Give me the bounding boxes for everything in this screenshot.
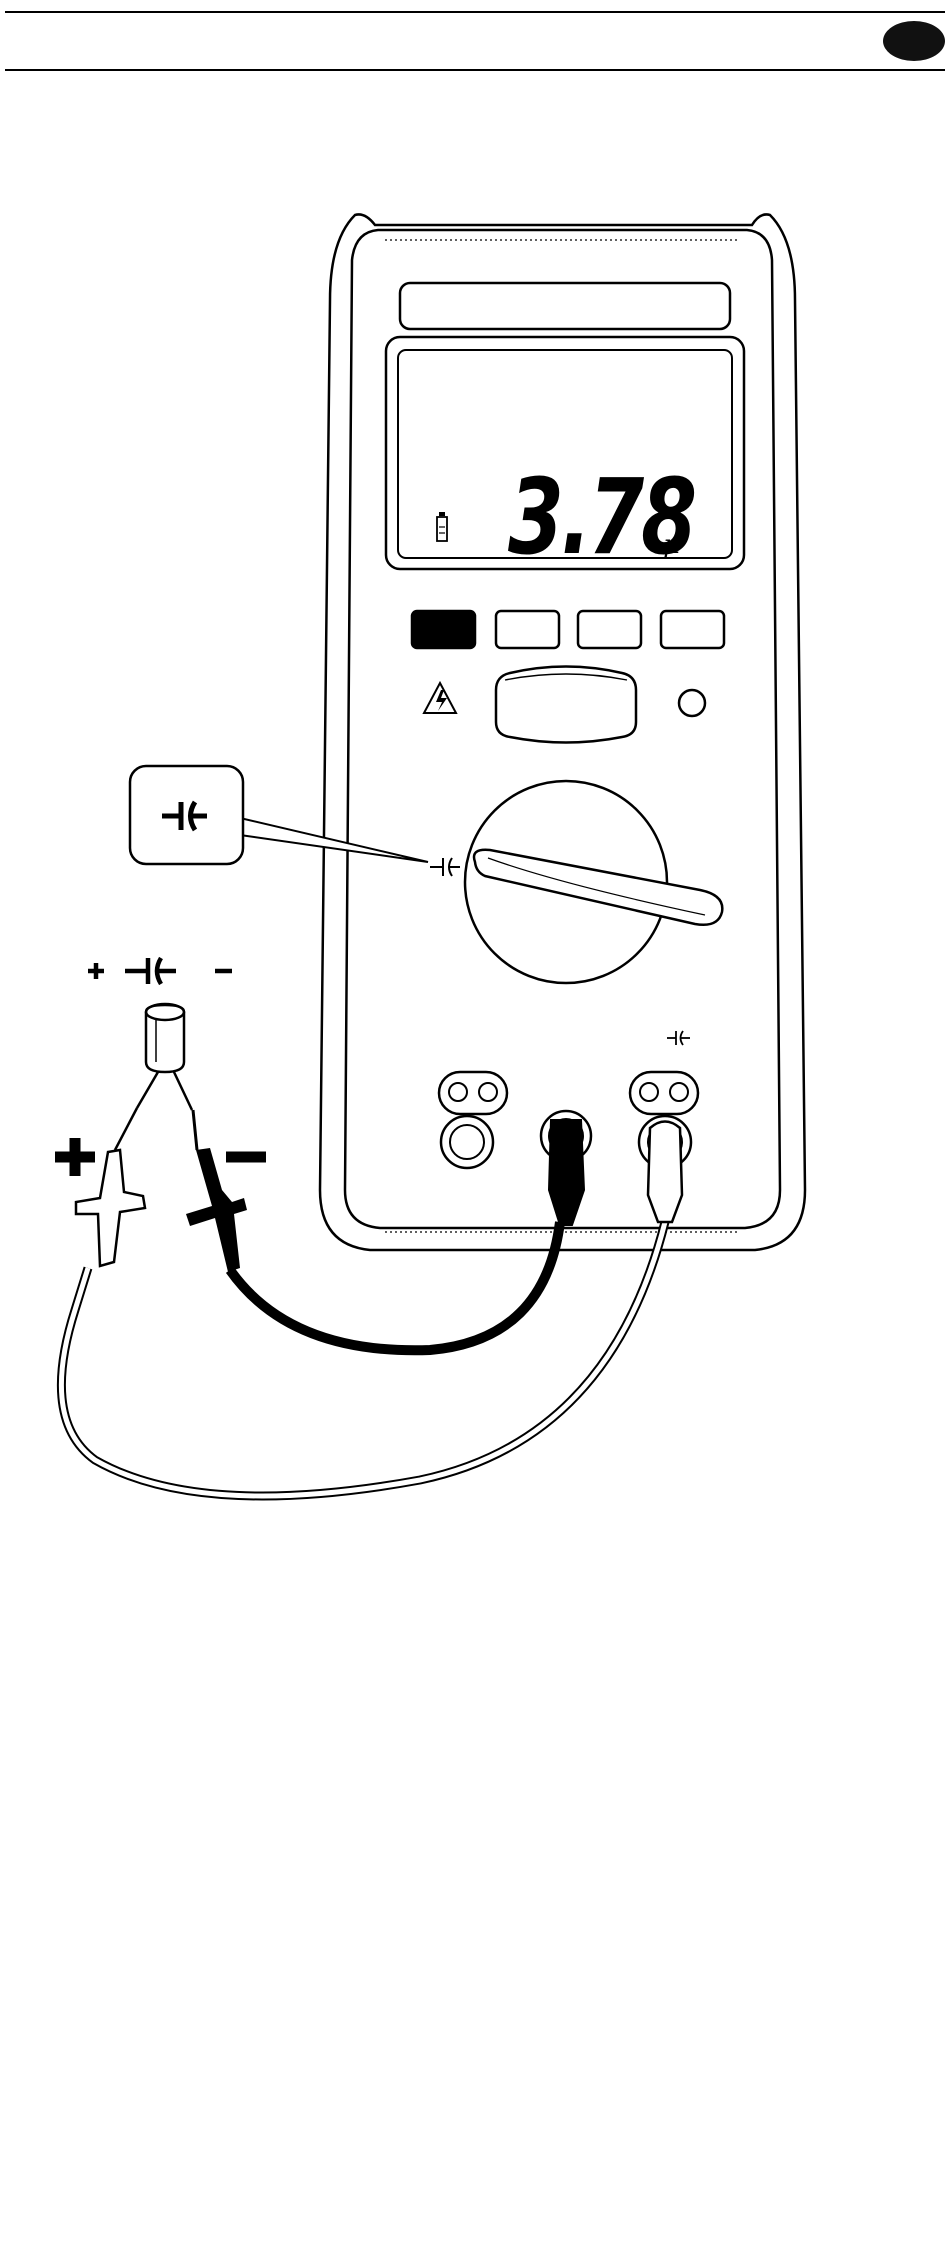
positive-test-lead	[61, 1108, 682, 1496]
capacitance-callout	[130, 766, 428, 864]
white-plug	[648, 1122, 682, 1223]
black-test-lead	[186, 1110, 584, 1350]
test-button[interactable]	[496, 667, 636, 743]
dial-capacitor-icon	[430, 858, 460, 876]
display-top-strip	[400, 283, 730, 329]
lead-plus-sign	[55, 1138, 95, 1176]
jack-capacitor-icon	[667, 1031, 690, 1045]
lcd-unit: µ	[663, 530, 680, 560]
callout-box	[130, 766, 243, 864]
black-plug	[549, 1120, 584, 1225]
button-1[interactable]	[412, 611, 475, 648]
jack-1[interactable]	[439, 1072, 507, 1168]
rotary-selector[interactable]	[465, 781, 722, 983]
function-buttons	[412, 611, 724, 648]
lcd-content: 3.78 µ	[437, 456, 694, 578]
button-4[interactable]	[661, 611, 724, 648]
warning-icon	[424, 683, 456, 713]
indicator-light	[679, 690, 705, 716]
button-3[interactable]	[578, 611, 641, 648]
capacitor-polarity-label	[88, 958, 232, 984]
black-probe	[186, 1148, 247, 1272]
body-inner	[345, 230, 780, 1228]
white-probe	[76, 1150, 145, 1266]
battery-icon	[437, 517, 447, 541]
header-badge	[883, 21, 945, 61]
page-header	[5, 12, 945, 70]
capacitor-component	[137, 1004, 192, 1110]
meter-body	[320, 214, 805, 1250]
button-2[interactable]	[496, 611, 559, 648]
